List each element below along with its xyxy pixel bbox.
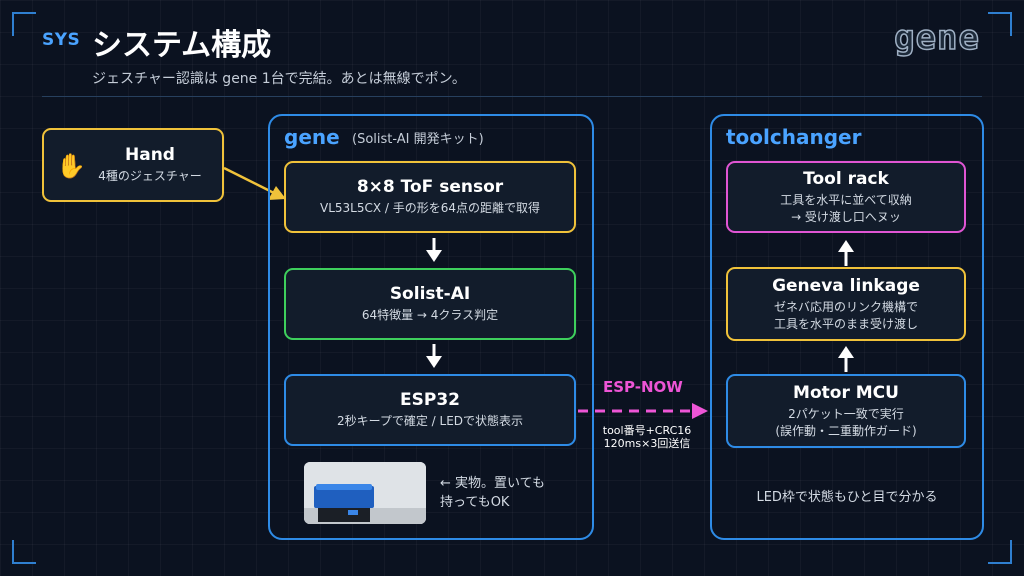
- geneva-linkage-title: Geneva linkage: [772, 275, 920, 296]
- geneva-linkage-desc-line-1: ゼネバ応用のリンク機構で: [773, 299, 918, 314]
- geneva-linkage-block: Geneva linkage ゼネバ応用のリンク機構で 工具を水平のまま受け渡し: [726, 267, 966, 341]
- tool-rack-desc: 工具を水平に並べて収納 → 受け渡し口へヌッ: [780, 192, 912, 226]
- solist-ai-block: Solist-AI 64特徴量 → 4クラス判定: [284, 268, 576, 340]
- photo-note-line-1: ← 実物。置いても: [440, 476, 545, 491]
- tof-sensor-desc: VL53L5CX / 手の形を64点の距離で取得: [319, 201, 541, 215]
- toolchanger-panel-title: toolchanger: [726, 125, 862, 149]
- tool-rack-block: Tool rack 工具を水平に並べて収納 → 受け渡し口へヌッ: [726, 161, 966, 233]
- motor-mcu-block: Motor MCU 2パケット一致で実行 (誤作動・二重動作ガード): [726, 374, 966, 448]
- esp-now-note: tool番号+CRC16 120ms×3回送信: [592, 424, 702, 450]
- gene-panel: [268, 114, 594, 540]
- frame-corner-top-left: [12, 12, 36, 36]
- tof-sensor-title: 8×8 ToF sensor: [356, 177, 504, 197]
- device-illustration: [304, 462, 426, 524]
- photo-note: ← 実物。置いても 持ってもOK: [440, 474, 545, 512]
- photo-note-line-2: 持ってもOK: [440, 495, 510, 510]
- solist-ai-desc: 64特徴量 → 4クラス判定: [361, 308, 499, 322]
- solist-ai-title: Solist-AI: [389, 284, 471, 304]
- gene-device-photo: [304, 462, 426, 524]
- motor-mcu-title: Motor MCU: [793, 382, 899, 403]
- gene-logo: gene: [893, 17, 980, 59]
- tof-sensor-block: 8×8 ToF sensor VL53L5CX / 手の形を64点の距離で取得: [284, 161, 576, 233]
- header-divider: [42, 96, 982, 97]
- geneva-linkage-desc: ゼネバ応用のリンク機構で 工具を水平のまま受け渡し: [774, 299, 918, 333]
- esp-now-label: ESP-NOW: [603, 378, 683, 396]
- tool-rack-title: Tool rack: [803, 168, 889, 189]
- toolchanger-footer-note: LED枠で状態もひと目で分かる: [756, 490, 938, 505]
- geneva-linkage-desc-line-2: 工具を水平のまま受け渡し: [773, 316, 918, 331]
- esp-now-note-line-2: 120ms×3回送信: [603, 437, 691, 450]
- hand-desc: 4種のジェスチャー: [98, 169, 202, 183]
- toolchanger-panel: [710, 114, 984, 540]
- esp32-desc: 2秒キープで確定 / LEDで状態表示: [336, 414, 524, 428]
- hand-title: Hand: [125, 145, 175, 165]
- motor-mcu-desc-line-2: (誤作動・二重動作ガード): [775, 423, 917, 438]
- motor-mcu-desc: 2パケット一致で実行 (誤作動・二重動作ガード): [775, 406, 916, 440]
- hand-block: ✋ Hand 4種のジェスチャー: [42, 128, 224, 202]
- esp32-block: ESP32 2秒キープで確定 / LEDで状態表示: [284, 374, 576, 446]
- frame-corner-top-right: [988, 12, 1012, 36]
- page-subtitle: ジェスチャー認識は gene 1台で完結。あとは無線でポン。: [92, 71, 466, 87]
- page-title: システム構成: [92, 28, 272, 63]
- esp32-title: ESP32: [400, 390, 460, 410]
- tool-rack-desc-line-1: 工具を水平に並べて収納: [780, 192, 912, 207]
- gene-panel-subtitle: (Solist-AI 開発キット): [352, 132, 484, 147]
- frame-corner-bottom-left: [12, 540, 36, 564]
- esp-now-arrowhead: [692, 403, 708, 419]
- section-tag: SYS: [42, 30, 81, 50]
- motor-mcu-desc-line-1: 2パケット一致で実行: [788, 406, 904, 421]
- gene-panel-title: gene: [284, 125, 340, 149]
- hand-icon: ✋: [56, 152, 86, 180]
- esp-now-note-line-1: tool番号+CRC16: [602, 424, 692, 437]
- tool-rack-desc-line-2: → 受け渡し口へヌッ: [791, 209, 901, 224]
- frame-corner-bottom-right: [988, 540, 1012, 564]
